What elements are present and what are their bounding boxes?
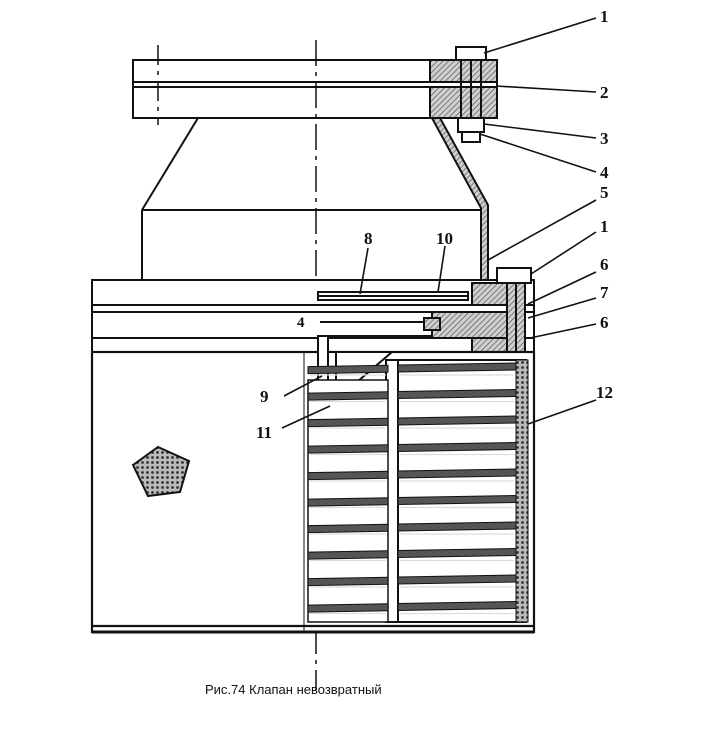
top-bolt	[455, 46, 487, 143]
leader-lines	[281, 17, 597, 429]
figure-caption: Рис.74 Клапан невозвратный	[205, 682, 382, 697]
grate-slat	[307, 523, 389, 534]
middle-bolt	[496, 267, 532, 356]
label-nut: 3	[600, 129, 609, 148]
label-bracket: 11	[256, 423, 272, 442]
label-flange: 2	[600, 83, 609, 102]
label-seat: 4	[297, 315, 305, 331]
grate-slat	[307, 364, 389, 375]
label-gasket-lower: 6	[600, 313, 609, 332]
grate-slats	[307, 362, 517, 615]
top-flange	[132, 59, 498, 119]
label-washer: 4	[600, 163, 609, 182]
grate-slat	[397, 494, 517, 506]
grate-slat	[397, 521, 517, 532]
grate-slat	[307, 470, 389, 481]
label-ring: 7	[600, 283, 609, 302]
grate-slat	[307, 497, 389, 507]
label-hinge: 10	[436, 229, 453, 248]
valve-plate	[317, 291, 469, 301]
grate-slat	[397, 388, 517, 400]
label-bolt-top: 1	[600, 7, 609, 26]
grate-slat	[397, 441, 517, 453]
grate-slat	[307, 603, 389, 613]
grate-slat	[307, 550, 389, 560]
label-rod: 9	[260, 387, 269, 406]
grate-slat	[307, 417, 389, 428]
grate-slat	[307, 391, 389, 401]
grate-slat	[397, 468, 517, 479]
grate-slat	[307, 576, 389, 587]
callout-labels: 1 2 3 4 5 1 6 7 6 12 8 10 9 11 4	[256, 7, 613, 442]
label-gasket-upper: 6	[600, 255, 609, 274]
grate-slat	[397, 600, 517, 612]
label-cone: 5	[600, 183, 609, 202]
grate-slat	[397, 547, 517, 559]
inspection-hatch-icon	[131, 445, 191, 498]
grate-slat	[397, 415, 517, 426]
conical-body	[141, 117, 489, 281]
label-bolt-middle: 1	[600, 217, 609, 236]
label-valve-plate: 8	[364, 229, 373, 248]
label-grate: 12	[596, 383, 613, 402]
grate-slat	[397, 574, 517, 585]
grate-slat	[397, 362, 517, 373]
grate-slat	[307, 444, 389, 454]
